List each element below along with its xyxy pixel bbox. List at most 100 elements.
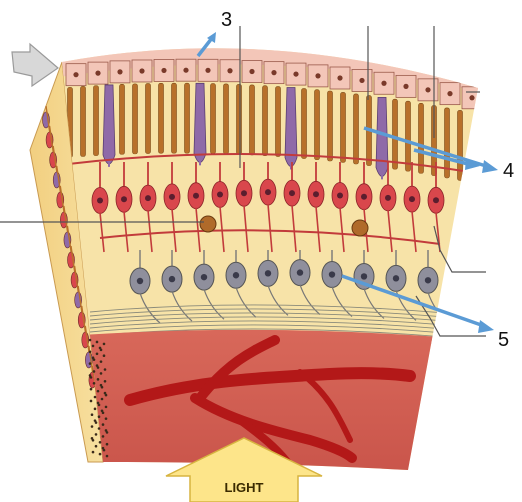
choroid-dot [89,351,92,354]
light-label: LIGHT [225,480,264,495]
epithelial-nucleus [403,84,408,89]
front-face [40,20,500,480]
epithelial-nucleus [425,87,430,92]
choroid-dot [97,390,100,393]
callout-3: 3 [221,9,232,31]
rod-cell [276,87,281,157]
choroid-dot [89,339,92,342]
choroid-dot [101,410,104,413]
epithelial-nucleus [161,68,166,73]
rod-cell [185,83,190,153]
choroid-dot [97,378,100,381]
bipolar-nucleus [145,195,151,201]
bipolar-nucleus [385,195,391,201]
choroid-dot [96,364,99,367]
choroid-dot [99,441,102,444]
choroid-dot [99,453,102,456]
choroid-dot [94,408,97,411]
choroid-dot [100,360,103,363]
choroid-dot [104,380,107,383]
choroid-dot [99,347,102,350]
ganglion-nucleus [233,272,239,278]
epithelial-nucleus [359,78,364,83]
choroid-dot [104,368,107,371]
choroid-dot [102,447,105,450]
bipolar-nucleus [265,189,271,195]
epithelial-nucleus [95,71,100,76]
ganglion-nucleus [265,270,271,276]
choroid-dot [106,455,109,458]
amacrine-cell [352,220,368,236]
choroid-dot [98,427,101,430]
epithelial-nucleus [117,69,122,74]
choroid-dot [106,443,109,446]
choroid-dot [92,345,95,348]
choroid-dot [90,388,93,391]
choroid-dot [97,402,100,405]
rod-cell [133,84,138,154]
choroid-dot [100,372,103,375]
rod-cell [146,84,151,154]
bipolar-nucleus [169,194,175,200]
choroid-dot [95,433,98,436]
choroid-dot [94,419,97,422]
rod-cell [302,89,307,159]
epithelial-nucleus [249,69,254,74]
choroid-dot [103,354,106,357]
grey-block-arrow-icon [12,44,58,86]
ganglion-nucleus [169,276,175,282]
rod-cell [211,84,216,154]
epithelial-nucleus [315,73,320,78]
choroid-dot [93,382,96,385]
ganglion-nucleus [425,277,431,283]
bipolar-nucleus [409,196,415,202]
epithelial-nucleus [73,72,78,77]
bipolar-nucleus [361,194,367,200]
epithelial-nucleus [227,68,232,73]
epithelial-nucleus [469,95,474,100]
epithelial-nucleus [183,68,188,73]
epithelial-nucleus [337,75,342,80]
ganglion-nucleus [393,275,399,281]
rod-cell [172,83,177,153]
rod-cell [237,84,242,154]
bipolar-nucleus [289,190,295,196]
choroid-dot [91,437,94,440]
choroid-dot [103,343,106,346]
epithelial-nucleus [447,91,452,96]
bipolar-nucleus [337,193,343,199]
choroid-dot [102,423,105,426]
cone-cell [103,85,115,164]
bipolar-nucleus [433,197,439,203]
choroid-dot [100,384,103,387]
choroid-dot [90,400,93,403]
bipolar-nucleus [193,193,199,199]
choroid-dot [92,356,95,359]
ganglion-nucleus [297,269,303,275]
choroid-dot [105,417,108,420]
callout-5: 5 [498,329,509,351]
bipolar-nucleus [313,191,319,197]
epithelial-nucleus [205,68,210,73]
choroid-dot [93,370,96,373]
ganglion-nucleus [329,271,335,277]
choroid-dot [96,341,99,344]
bipolar-nucleus [97,198,103,204]
rod-cell [120,84,125,154]
choroid-dot [94,396,97,399]
rod-cell [224,84,229,154]
rod-cell [315,90,320,160]
epithelial-nucleus [381,81,386,86]
rod-cell [94,86,99,156]
epithelial-nucleus [139,68,144,73]
bipolar-nucleus [241,190,247,196]
choroid-dot [101,398,104,401]
choroid-dot [91,413,94,416]
ganglion-nucleus [137,278,143,284]
choroid-dot [102,435,105,438]
choroid-dot [105,429,108,432]
epithelial-nucleus [293,71,298,76]
choroid-dot [96,352,99,355]
choroid-dot [92,451,95,454]
